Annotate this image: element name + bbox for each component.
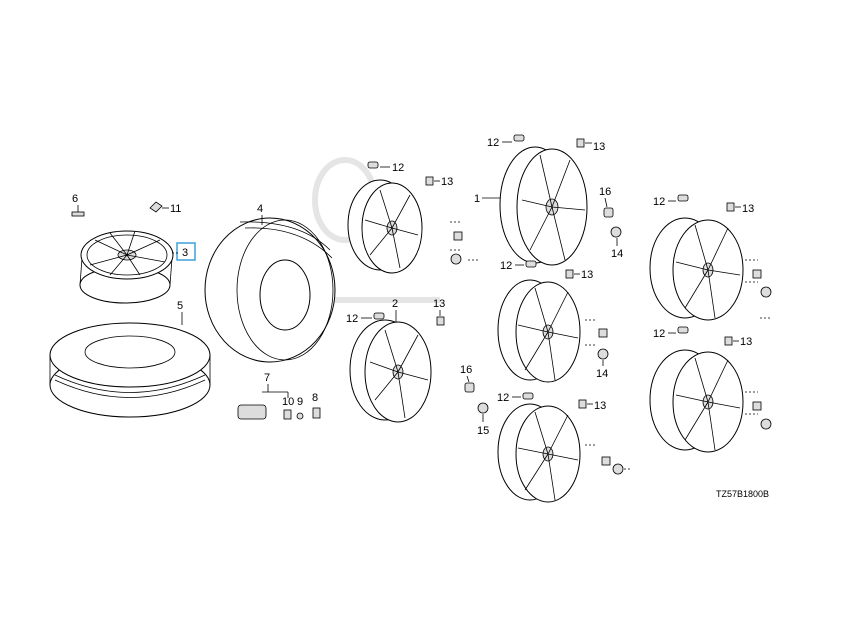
part-7-tpms-sensor[interactable] [237,404,267,420]
diagram-code: TZ57B1800B [716,489,769,499]
wheel-d[interactable] [649,217,744,321]
label-12[interactable]: 12 [392,162,404,174]
label-13[interactable]: 13 [433,298,445,310]
label-13[interactable]: 13 [441,176,453,188]
label-16[interactable]: 16 [460,364,472,376]
label-8[interactable]: 8 [312,392,318,404]
label-12[interactable]: 12 [346,313,358,325]
label-16[interactable]: 16 [599,186,611,198]
wheel-a[interactable] [347,179,423,274]
part-3-highlight-box [176,242,196,261]
label-14[interactable]: 14 [596,368,608,380]
label-9[interactable]: 9 [297,396,303,408]
label-13[interactable]: 13 [594,400,606,412]
part-9[interactable] [296,412,304,420]
label-12[interactable]: 12 [497,392,509,404]
label-11[interactable]: 11 [170,203,181,215]
part-14-15-16-nuts[interactable]: 16 14 14 16 15 [450,186,772,475]
label-2[interactable]: 2 [392,298,398,310]
part-4-tire[interactable] [204,217,336,363]
part-2-wheel[interactable] [349,319,432,423]
label-4[interactable]: 4 [257,203,263,215]
label-12[interactable]: 12 [487,137,499,149]
wheel-b[interactable] [497,279,581,383]
wheel-c[interactable] [497,403,581,503]
part-3-wheel[interactable] [79,230,174,304]
label-7[interactable]: 7 [264,372,270,384]
label-5[interactable]: 5 [177,300,183,312]
label-12[interactable]: 12 [653,328,665,340]
label-15[interactable]: 15 [477,425,489,437]
part-8[interactable] [312,407,321,419]
label-14[interactable]: 14 [611,248,623,260]
label-13[interactable]: 13 [740,336,752,348]
label-10[interactable]: 10 [282,396,294,408]
part-10[interactable] [283,409,292,420]
part-6-bolt[interactable] [71,211,85,217]
label-12[interactable]: 12 [653,196,665,208]
part-13-caps[interactable]: 13 13 13 13 13 13 13 [425,138,754,412]
label-3[interactable]: 3 [182,247,188,259]
label-1[interactable]: 1 [474,193,480,205]
label-6[interactable]: 6 [72,193,78,205]
label-13[interactable]: 13 [593,141,605,153]
label-13[interactable]: 13 [742,203,754,215]
part-5-tire[interactable] [49,322,211,418]
wheel-e[interactable] [649,349,744,453]
part-11-weight[interactable] [149,201,163,213]
part-12-valves[interactable]: 12 12 12 12 12 12 12 [346,134,689,404]
label-13[interactable]: 13 [581,269,593,281]
label-12[interactable]: 12 [500,260,512,272]
part-1-wheel[interactable] [499,146,588,266]
